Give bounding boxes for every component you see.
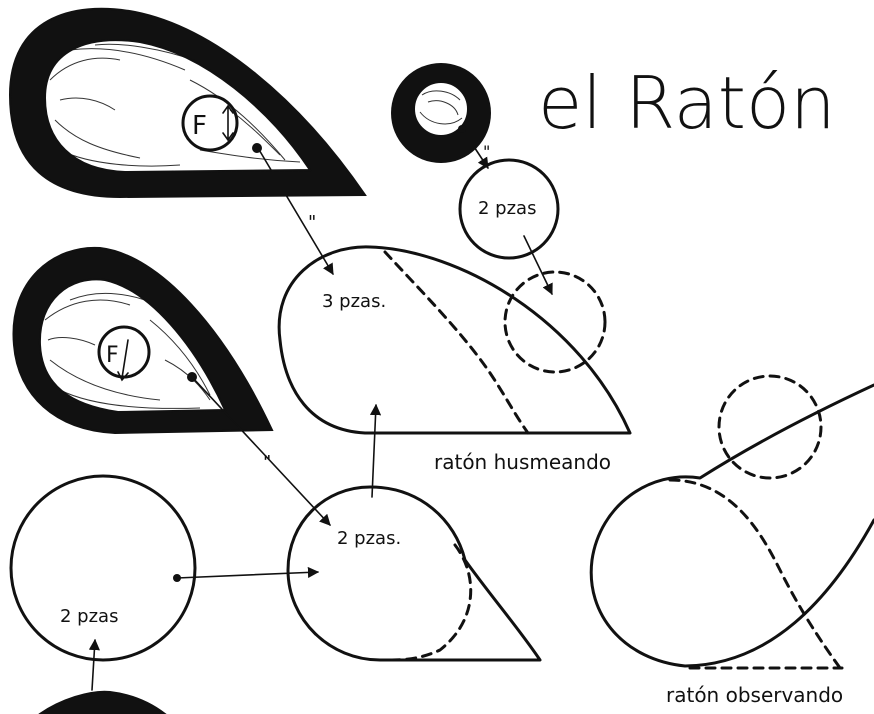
page-title: el Ratón (538, 61, 836, 145)
quote-mark-1: " (308, 212, 316, 233)
bottom-partial-piece (40, 692, 165, 714)
label-2pzas-middle: 2 pzas. (337, 528, 401, 549)
circle-2pzas-top: 2 pzas (460, 160, 558, 258)
teardrop-2pzas-middle: 2 pzas. (288, 487, 540, 660)
label-2pzas-top: 2 pzas (478, 198, 536, 219)
quote-mark-2: " (483, 142, 490, 161)
teardrop-3pzas: 3 pzas. (279, 247, 630, 433)
label-2pzas-left: 2 pzas (60, 606, 118, 627)
caption-raton-husmeando: ratón husmeando (434, 450, 611, 474)
caption-raton-observando: ratón observando (666, 683, 843, 707)
piece-label-f-top: F (192, 111, 207, 141)
label-3pzas: 3 pzas. (322, 291, 386, 312)
piece-label-f-mid: F (106, 343, 119, 368)
teardrop-raton-observando (591, 376, 874, 668)
circle-2pzas-left: 2 pzas (11, 476, 195, 660)
small-round-piece (391, 63, 491, 163)
quote-mark-3: " (263, 452, 271, 473)
teardrop-piece-mid-left: F (13, 248, 272, 433)
teardrop-piece-top-left: F (10, 9, 365, 197)
